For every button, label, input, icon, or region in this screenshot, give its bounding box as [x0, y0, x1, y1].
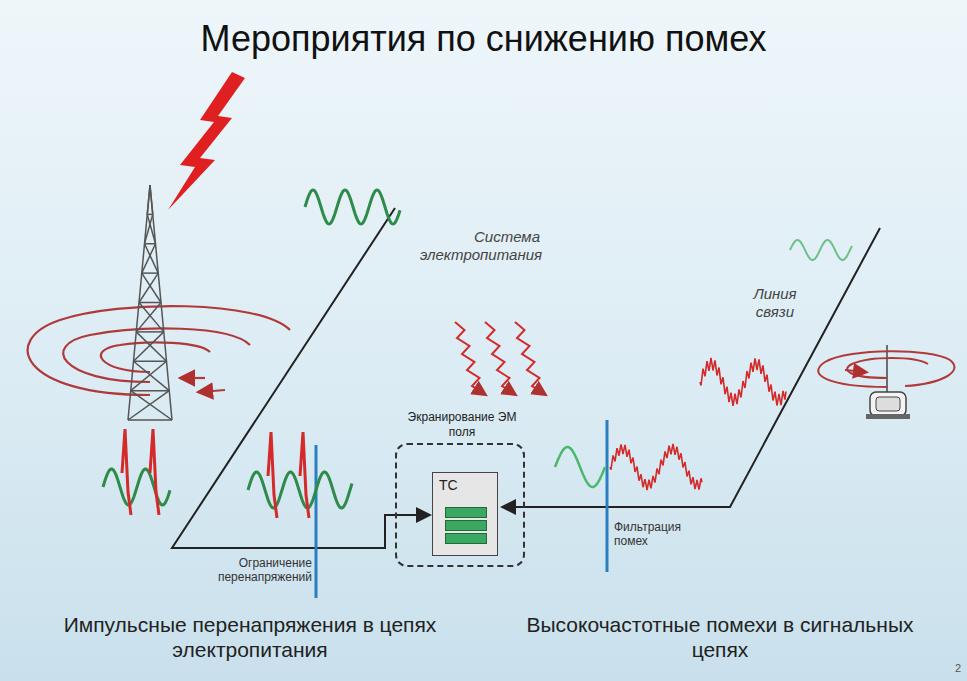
tower-brace — [147, 185, 150, 214]
tower-brace — [134, 332, 164, 361]
tower-brace — [142, 273, 161, 302]
line-label: Линия связи — [735, 285, 815, 321]
title: Мероприятия по снижению помех — [0, 18, 967, 60]
tower-brace — [136, 332, 166, 361]
caption-right: Высокочастотные помехи в сигнальных цепя… — [500, 612, 940, 662]
tower-brace — [139, 273, 158, 302]
tower-brace — [131, 361, 167, 390]
tower-rung — [136, 331, 164, 333]
noisy-wave — [700, 358, 786, 406]
tower-brace — [136, 303, 161, 332]
motor-icon — [818, 345, 954, 419]
barrier-label: Фильтрация помех — [614, 520, 704, 549]
tower-rung — [142, 272, 159, 274]
tower-brace — [131, 391, 172, 420]
surge-spike — [268, 432, 277, 518]
em-field-arrow — [485, 322, 515, 394]
device-box: ТС — [432, 472, 498, 556]
em-field-arrow — [515, 322, 545, 394]
module-bar — [445, 507, 487, 518]
em-field-arrow — [455, 322, 485, 394]
sine-wave — [555, 447, 605, 487]
surge-spike — [300, 432, 309, 518]
tower-brace — [145, 214, 153, 243]
tower-rung — [131, 390, 170, 392]
tower-rung — [145, 243, 156, 245]
tower-rung — [134, 361, 167, 363]
caption-left: Импульсные перенапряжения в цепях электр… — [30, 612, 470, 662]
sine-wave — [305, 190, 400, 224]
noisy-wave — [610, 444, 702, 490]
surge-limit-barrier — [315, 445, 318, 598]
tower-brace — [139, 303, 164, 332]
tower-brace — [128, 391, 169, 420]
module-bar — [445, 520, 487, 531]
barrier-label: Ограничение перенапряжений — [196, 556, 312, 585]
radiation-arcs — [28, 306, 290, 395]
tower-rung — [128, 419, 172, 421]
shield-heading: Экранирование ЭМ поля — [393, 410, 531, 439]
page-number: 2 — [945, 662, 961, 675]
tower-brace — [142, 244, 156, 273]
radio-tower — [128, 185, 172, 420]
lightning-bolt — [168, 72, 245, 210]
sine-wave — [103, 469, 170, 505]
signal-line — [504, 228, 880, 507]
tower-brace — [134, 361, 170, 390]
power-line — [172, 208, 428, 548]
filter-barrier — [606, 420, 609, 572]
shield-box: Экранирование ЭМ поляТС — [395, 443, 525, 567]
surge-spike — [150, 429, 159, 515]
surge-spike — [122, 429, 131, 515]
device-label: ТС — [439, 477, 458, 494]
tower-brace — [150, 185, 153, 214]
sine-wave — [248, 472, 352, 508]
module-bar — [445, 533, 487, 544]
tower-rung — [139, 302, 161, 304]
sine-wave — [790, 240, 852, 260]
system-label: Система электропитания — [420, 228, 540, 264]
tower-brace — [145, 244, 159, 273]
